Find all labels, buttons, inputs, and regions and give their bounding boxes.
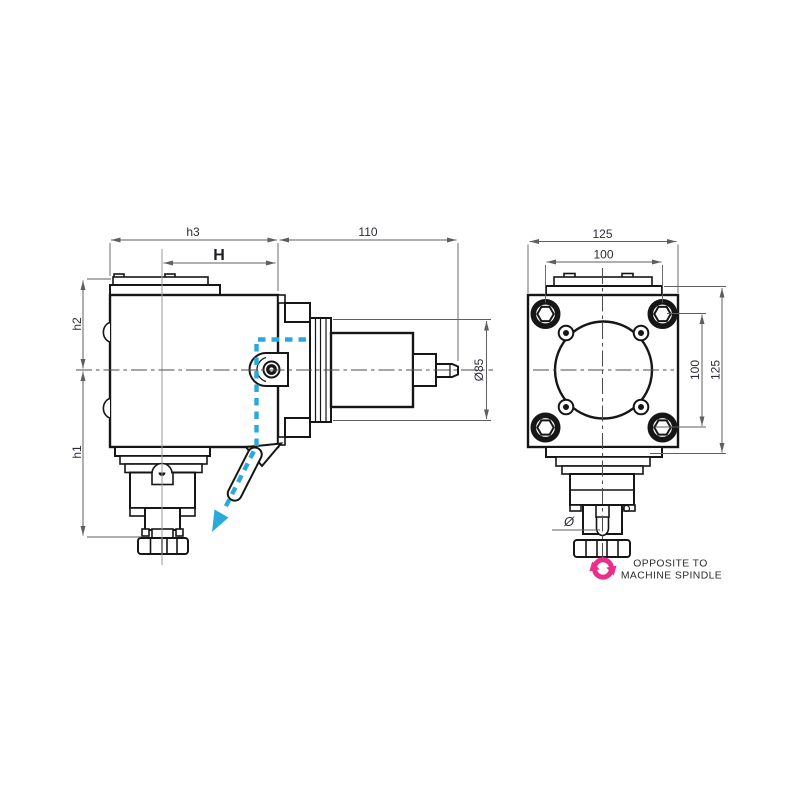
drive-tenon: [284, 302, 311, 323]
clamp-lever: [226, 446, 263, 502]
front-view: [526, 268, 680, 562]
corner-bolt: [530, 298, 561, 329]
dim-100-top-label: 100: [593, 248, 613, 262]
side-view: [76, 249, 493, 565]
direction-arrow-icon: [212, 337, 306, 532]
front-view-dimensions: 125 100 100 125 Ø: [527, 227, 726, 531]
fixing-screw: [632, 398, 650, 416]
top-plate: [112, 276, 209, 286]
clamp-nut: [137, 537, 189, 555]
shank-step: [569, 504, 582, 512]
dim-H-label: H: [213, 247, 225, 264]
side-bump: [102, 397, 111, 419]
spindle-rotation-note: OPPOSITE TO MACHINE SPINDLE: [589, 557, 722, 582]
face-step: [277, 294, 286, 304]
corner-bolt: [530, 412, 561, 443]
face-step: [277, 436, 286, 446]
dim-110-label: 110: [358, 225, 377, 239]
fixing-screw: [632, 324, 650, 342]
dim-h1-label: h1: [70, 445, 84, 459]
dim-dia85-label: Ø85: [472, 358, 486, 381]
arrow-head: [212, 509, 229, 532]
shank-step: [179, 507, 196, 517]
side-bump: [102, 321, 111, 343]
rotation-arrows-icon: [589, 557, 617, 580]
dim-125-right-label: 125: [709, 360, 723, 380]
fixing-screw: [557, 324, 575, 342]
corner-bolt: [647, 412, 678, 443]
dim-125-top-label: 125: [592, 227, 612, 241]
drive-tenon: [284, 417, 311, 438]
dim-100-right-label: 100: [688, 360, 702, 380]
fixing-screw: [557, 398, 575, 416]
dim-h2-label: h2: [70, 317, 84, 331]
note-line-2: MACHINE SPINDLE: [621, 571, 722, 582]
dim-h3-label: h3: [186, 225, 200, 239]
shank-step: [129, 507, 146, 517]
shank-plate: [545, 446, 663, 458]
note-line-1: OPPOSITE TO: [633, 559, 707, 570]
dim-dia-label: Ø: [563, 514, 575, 529]
top-band: [109, 284, 221, 296]
corner-bolt: [647, 298, 678, 329]
side-view-dimensions: h3 110 H h2 h1 Ø85: [70, 225, 491, 538]
